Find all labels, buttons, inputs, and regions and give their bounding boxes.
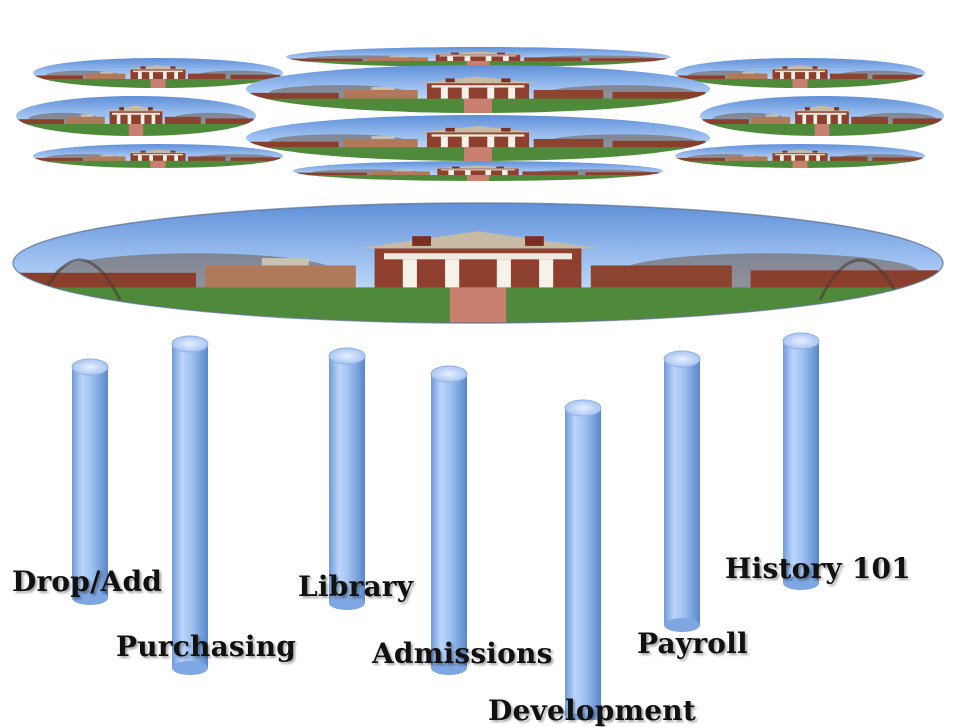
column-admissions bbox=[430, 365, 468, 675]
column-body bbox=[172, 344, 208, 668]
column-body bbox=[431, 374, 467, 668]
column-base bbox=[664, 618, 700, 632]
column-body bbox=[329, 356, 365, 603]
column-payroll bbox=[663, 350, 701, 632]
column-purchasing bbox=[171, 335, 209, 675]
column-body bbox=[565, 408, 601, 720]
column-body bbox=[783, 341, 819, 583]
column-top bbox=[782, 332, 820, 350]
column-body bbox=[664, 359, 700, 625]
column-top bbox=[328, 347, 366, 365]
column-drop-add bbox=[71, 358, 109, 605]
label-history-101: History 101 bbox=[725, 552, 911, 585]
column-base bbox=[72, 591, 108, 605]
column-top bbox=[564, 399, 602, 417]
campus-panorama-cluster bbox=[16, 47, 944, 181]
column-base bbox=[329, 596, 365, 610]
label-drop-add: Drop/Add bbox=[12, 565, 162, 598]
column-base bbox=[431, 661, 467, 675]
campus-panorama-main bbox=[12, 202, 944, 324]
label-payroll: Payroll bbox=[637, 627, 748, 660]
column-body bbox=[72, 367, 108, 598]
label-library: Library bbox=[298, 570, 414, 603]
label-development: Development bbox=[488, 694, 697, 727]
label-purchasing: Purchasing bbox=[116, 630, 297, 663]
label-admissions: Admissions bbox=[372, 637, 553, 670]
system-columns bbox=[71, 332, 820, 727]
column-library bbox=[328, 347, 366, 610]
column-top bbox=[430, 365, 468, 383]
column-history-101 bbox=[782, 332, 820, 590]
column-base bbox=[783, 576, 819, 590]
column-top bbox=[171, 335, 209, 353]
column-top bbox=[71, 358, 109, 376]
column-top bbox=[663, 350, 701, 368]
column-base bbox=[172, 661, 208, 675]
column-development bbox=[564, 399, 602, 727]
